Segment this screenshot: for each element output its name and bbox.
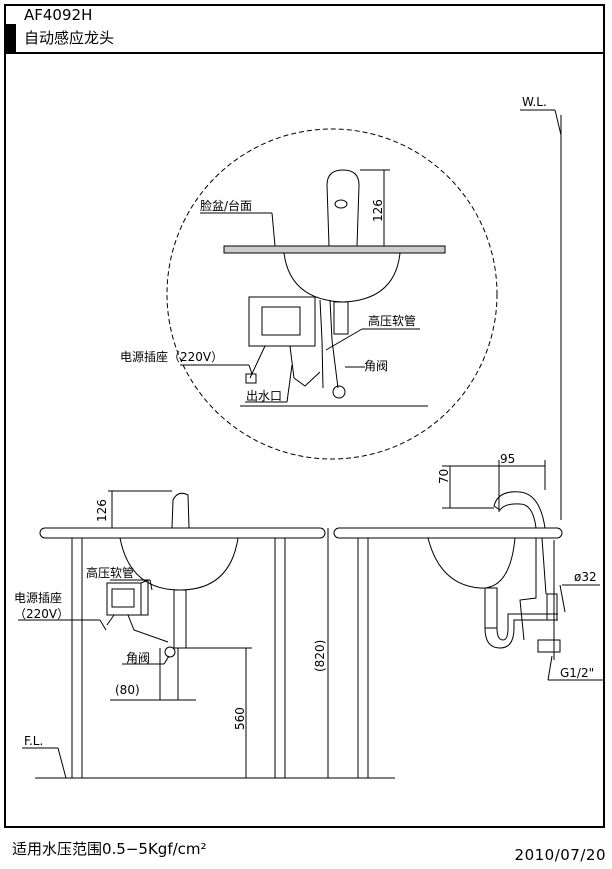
- detail-valve-label: 角阀: [364, 359, 388, 373]
- front-drain: [173, 589, 187, 649]
- model-number: AF4092H: [24, 6, 93, 24]
- front-valve-label: 角阀: [126, 651, 150, 665]
- side-control-box: [546, 593, 558, 621]
- detail-socket-label: 电源插座（220V）: [120, 349, 223, 364]
- front-hose-label: 高压软管: [86, 565, 134, 580]
- front-socket-label-2: （220V）: [14, 607, 69, 621]
- side-faucet: [493, 491, 546, 529]
- front-basin: [119, 537, 239, 591]
- detail-height-dim: 126: [371, 199, 385, 222]
- drawing-frame: [4, 4, 605, 828]
- left-countertop: [39, 527, 326, 539]
- detail-valve: [332, 385, 346, 399]
- side-spout-dim: 70: [437, 469, 451, 484]
- front-height-dim: 126: [95, 499, 109, 522]
- detail-hose: [319, 299, 324, 389]
- detail-drain: [333, 301, 349, 335]
- pressure-note: 适用水压范围0.5−5Kgf/cm²: [12, 840, 207, 858]
- detail-countertop: [223, 245, 446, 254]
- side-thread-dim: G1/2": [560, 666, 594, 680]
- side-basin: [427, 537, 516, 589]
- title-marker: [6, 24, 16, 52]
- front-faucet: [171, 492, 190, 529]
- detail-faucet: [326, 169, 360, 247]
- wall-label: W.L.: [522, 95, 547, 109]
- front-valve: [164, 646, 176, 658]
- drawing-date: 2010/07/20: [514, 846, 606, 864]
- side-reach-dim: 95: [500, 452, 515, 466]
- front-counter-height-dim: (820): [313, 640, 327, 672]
- front-socket-label-1: 电源插座: [14, 590, 62, 605]
- detail-basin-label: 脸盆/台面: [200, 198, 252, 213]
- product-name: 自动感应龙头: [24, 29, 115, 47]
- side-pipe-dim: ø32: [574, 570, 597, 584]
- side-trap: [484, 619, 558, 649]
- title-block: [4, 4, 605, 54]
- detail-circle: [166, 128, 498, 460]
- front-offset-dim: (80): [115, 683, 140, 697]
- detail-basin: [283, 252, 401, 303]
- floor-label: F.L.: [24, 734, 43, 748]
- detail-hose-label: 高压软管: [368, 313, 416, 328]
- front-control-box: [106, 582, 142, 616]
- right-countertop: [333, 527, 563, 539]
- side-valve: [537, 639, 561, 653]
- front-valve-height-dim: 560: [233, 707, 247, 730]
- detail-control-box: [248, 296, 316, 347]
- detail-outlet-label: 出水口: [246, 389, 282, 403]
